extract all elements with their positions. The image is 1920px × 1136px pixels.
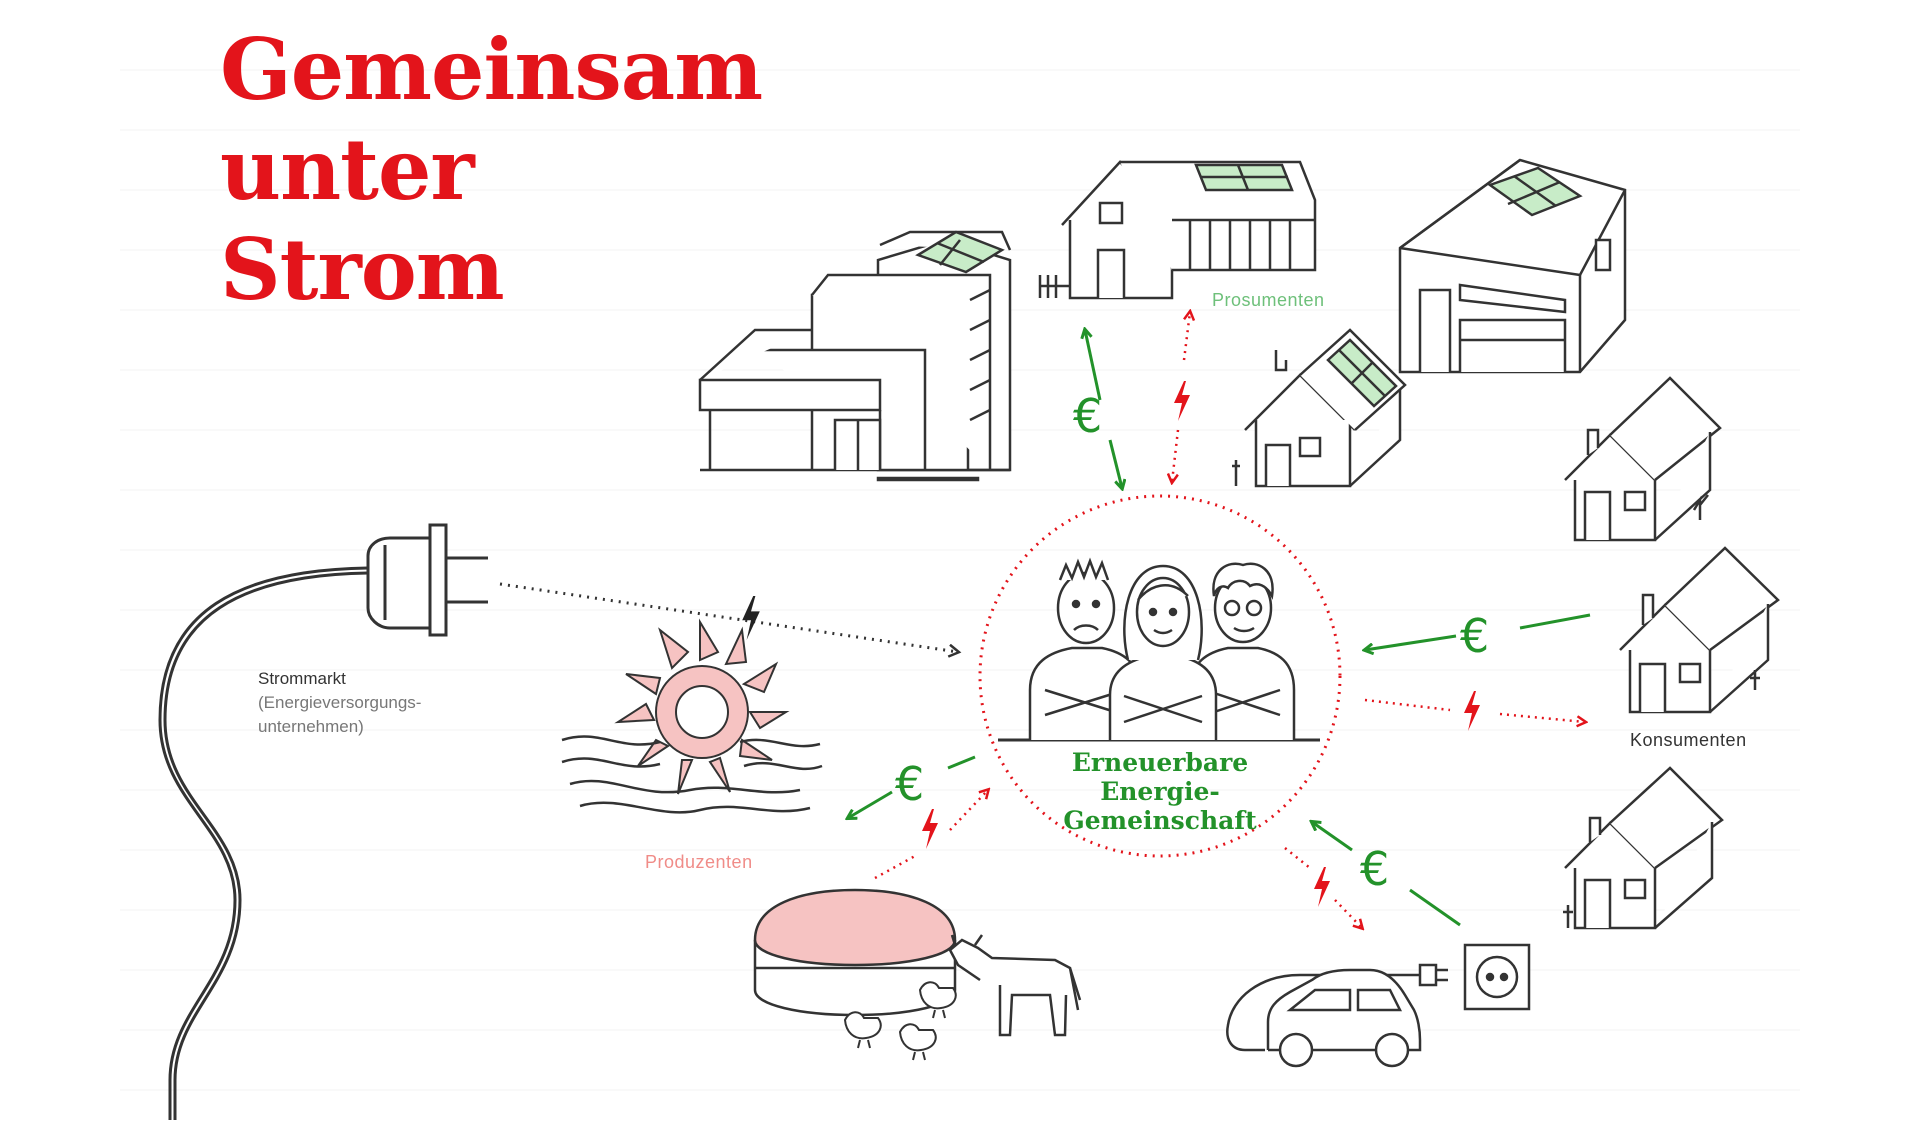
community-label-line-2: Energie- xyxy=(1100,777,1220,806)
producer-power-arrow xyxy=(874,790,988,880)
title-line-2: unter xyxy=(220,120,475,219)
background-lines xyxy=(120,69,1800,1091)
strommarkt-subtitle-1: (Energieversorgungs- xyxy=(258,693,422,712)
chicken-icon xyxy=(843,981,957,1061)
cow-icon xyxy=(948,934,1082,1037)
title-line-3: Strom xyxy=(220,220,505,319)
community-label: Erneuerbare Energie- Gemeinschaft xyxy=(1000,748,1320,835)
euro-icon: € xyxy=(1360,842,1389,896)
apartment-building-icon xyxy=(698,230,1012,482)
euro-icon: € xyxy=(895,757,924,811)
euro-icon: € xyxy=(1460,609,1489,663)
house-icon xyxy=(1564,376,1722,542)
house-icon xyxy=(1398,158,1627,374)
market-power-arrow xyxy=(499,582,958,652)
prosumer-euro-arrow: € xyxy=(1073,330,1122,488)
electric-car-icon xyxy=(1226,963,1448,1068)
consumer-euro-arrow: € xyxy=(1365,609,1591,663)
community-people-icon xyxy=(1028,557,1296,740)
lightning-icon xyxy=(1464,691,1480,731)
consumer-power-arrow xyxy=(1364,691,1585,731)
community-label-line-3: Gemeinschaft xyxy=(1063,806,1257,835)
label-prosumenten: Prosumenten xyxy=(1212,290,1325,310)
lightning-icon xyxy=(1174,381,1190,421)
biogas-tank-icon xyxy=(753,888,957,1017)
lightning-icon xyxy=(742,596,760,640)
community-label-line-1: Erneuerbare xyxy=(1071,748,1249,777)
strommarkt-label: Strommarkt (Energieversorgungs- unterneh… xyxy=(258,667,421,739)
charging-power-arrow xyxy=(1284,847,1362,928)
house-icon xyxy=(1563,766,1724,930)
house-icon xyxy=(1038,160,1317,300)
label-konsumenten: Konsumenten xyxy=(1630,730,1747,750)
prosumer-power-arrow xyxy=(1172,312,1190,482)
socket-euro-arrow: € xyxy=(1312,822,1461,927)
power-plug-icon xyxy=(158,523,488,1120)
lightning-icon xyxy=(922,809,938,849)
house-icon xyxy=(1232,328,1407,488)
strommarkt-title: Strommarkt xyxy=(258,669,346,688)
page-title: Gemeinsam unter Strom xyxy=(220,20,763,320)
producer-euro-arrow: € xyxy=(848,755,976,818)
euro-icon: € xyxy=(1073,389,1102,443)
strommarkt-subtitle-2: unternehmen) xyxy=(258,717,364,736)
water-turbine-icon xyxy=(561,618,823,814)
house-icon xyxy=(1619,546,1780,714)
title-line-1: Gemeinsam xyxy=(220,20,763,119)
power-socket-icon xyxy=(1463,943,1531,1011)
lightning-icon xyxy=(1314,867,1330,907)
label-produzenten: Produzenten xyxy=(645,852,753,872)
